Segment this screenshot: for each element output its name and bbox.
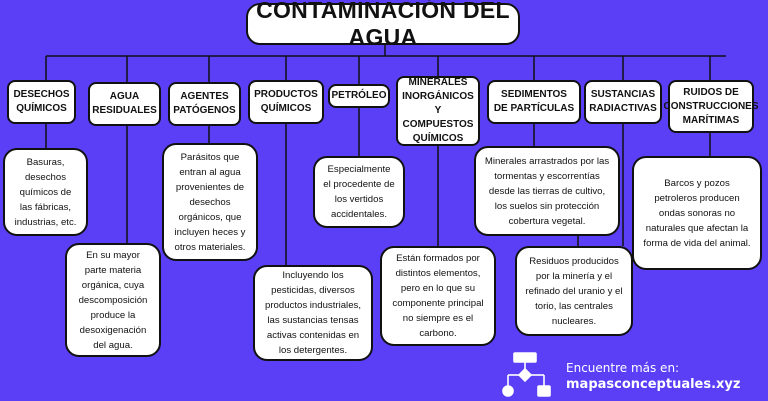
description-agentes-patogenos: Parásitos que entran al agua proveniente…	[162, 143, 258, 261]
description-sedimentos-particulas: Minerales arrastrados por las tormentas …	[474, 146, 620, 236]
description-sustancias-radiactivas: Residuos producidos por la minería y el …	[515, 246, 633, 336]
footer-caption: Encuentre más en:	[566, 361, 680, 375]
category-minerales-inorganicos: MINERALES INORGÁNICOS Y COMPUESTOS QUÍMI…	[396, 76, 480, 146]
description-agua-residuales: En su mayor parte materia orgánica, cuya…	[65, 243, 161, 357]
category-petroleo: PETRÓLEO	[328, 84, 390, 108]
category-desechos-quimicos: DESECHOS QUÍMICOS	[7, 80, 76, 124]
description-productos-quimicos: Incluyendo los pesticidas, diversos prod…	[253, 265, 373, 361]
description-desechos-quimicos: Basuras, desechos químicos de las fábric…	[3, 148, 88, 236]
page-title: CONTAMINACIÓN DEL AGUA	[246, 0, 520, 50]
category-agentes-patogenos: AGENTES PATÓGENOS	[168, 82, 241, 126]
category-ruidos-construcciones: RUIDOS DE CONSTRUCCIONES MARÍTIMAS	[664, 80, 759, 133]
category-sedimentos-particulas: SEDIMENTOS DE PARTÍCULAS	[487, 80, 581, 124]
flowchart-logo-icon	[502, 352, 551, 397]
category-sustancias-radiactivas: SUSTANCIAS RADIACTIVAS	[584, 80, 662, 124]
footer-website[interactable]: mapasconceptuales.xyz	[566, 377, 741, 392]
description-petroleo: Especialmente el procedente de los verti…	[313, 156, 405, 228]
description-minerales-inorganicos: Están formados por distintos elementos, …	[380, 246, 496, 346]
category-agua-residuales: AGUA RESIDUALES	[88, 82, 161, 126]
description-ruidos-construcciones: Barcos y pozos petroleros producen ondas…	[632, 156, 762, 270]
category-productos-quimicos: PRODUCTOS QUÍMICOS	[248, 80, 324, 124]
footer-link: Encuentre más en: mapasconceptuales.xyz	[566, 360, 740, 393]
